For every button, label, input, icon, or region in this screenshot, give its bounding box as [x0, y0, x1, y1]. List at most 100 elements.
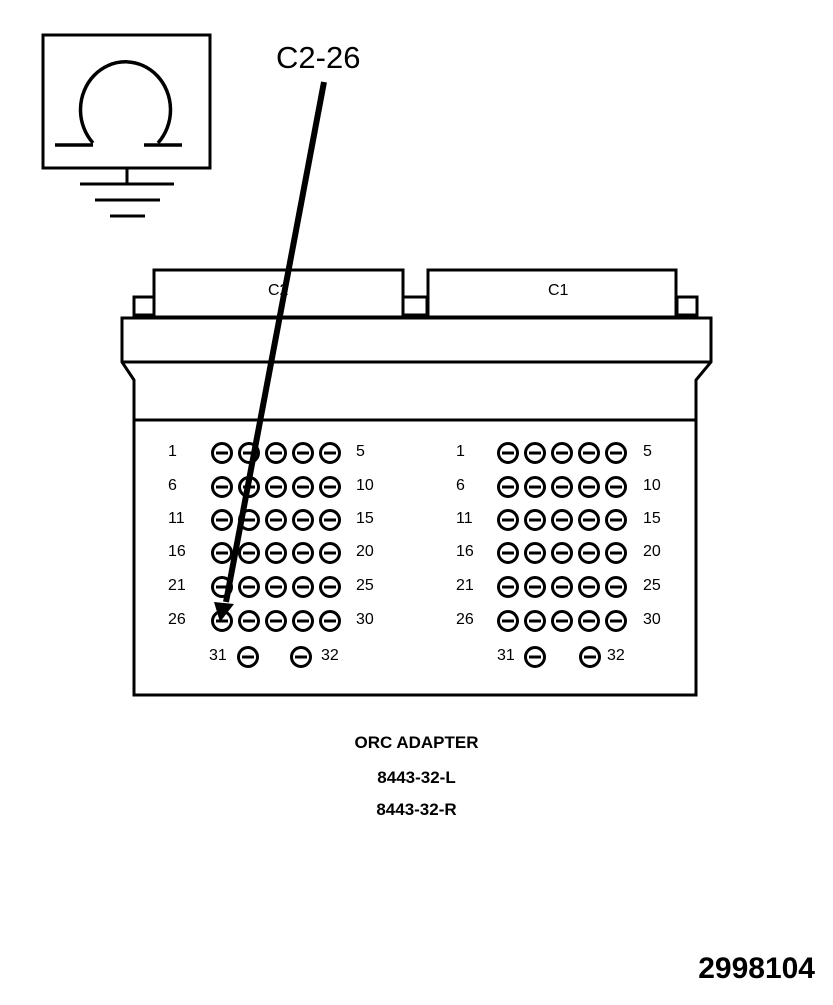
- pin-C1-r3-2: [524, 509, 546, 531]
- pin-label-left: 11: [168, 510, 185, 527]
- pin-C1-r4-3: [551, 542, 573, 564]
- pin-C2-r3-3: [265, 509, 287, 531]
- pin-C2-r2-3: [265, 476, 287, 498]
- pin-C1-r3-4: [578, 509, 600, 531]
- pin-label-left: 11: [456, 510, 473, 527]
- caption-title: ORC ADAPTER: [354, 733, 479, 752]
- pin-C2-r4-3: [265, 542, 287, 564]
- pin-label-right: 15: [643, 510, 661, 527]
- pin-C1-31: [524, 646, 546, 668]
- pin-C1-r6-2: [524, 610, 546, 632]
- pin-C1-r5-1: [497, 576, 519, 598]
- pin-C2-r6-2: [238, 610, 260, 632]
- pin-C1-r2-5: [605, 476, 627, 498]
- pin-C1-r6-1: [497, 610, 519, 632]
- pin-label-left: 1: [168, 443, 177, 460]
- pin-C1-r4-5: [605, 542, 627, 564]
- caption-part-right: 8443-32-R: [376, 800, 457, 819]
- pin-label-right: 25: [643, 577, 661, 594]
- pin-C1-r6-4: [578, 610, 600, 632]
- pin-C2-r4-2: [238, 542, 260, 564]
- pin-label-left: 16: [168, 543, 186, 560]
- pin-label-32: 32: [607, 647, 625, 664]
- pin-C1-r2-4: [578, 476, 600, 498]
- pin-label-left: 16: [456, 543, 474, 560]
- pin-C2-31: [237, 646, 259, 668]
- pin-C1-r1-2: [524, 442, 546, 464]
- pin-C1-r5-3: [551, 576, 573, 598]
- pin-C1-r6-5: [605, 610, 627, 632]
- pin-C2-r1-5: [319, 442, 341, 464]
- pin-C1-r2-1: [497, 476, 519, 498]
- pin-label-32: 32: [321, 647, 339, 664]
- pin-C2-r1-1: [211, 442, 233, 464]
- pin-C2-r1-3: [265, 442, 287, 464]
- pin-label-right: 20: [356, 543, 374, 560]
- pin-C1-r1-1: [497, 442, 519, 464]
- pin-label-right: 25: [356, 577, 374, 594]
- pin-C2-r5-3: [265, 576, 287, 598]
- caption-part-left: 8443-32-L: [377, 768, 456, 787]
- pin-label-right: 20: [643, 543, 661, 560]
- pin-C1-r1-5: [605, 442, 627, 464]
- pin-C1-r1-4: [578, 442, 600, 464]
- pin-C2-r4-5: [319, 542, 341, 564]
- pin-C2-r5-4: [292, 576, 314, 598]
- ground-icon: [80, 168, 174, 218]
- pin-C2-r2-5: [319, 476, 341, 498]
- pin-C2-r3-4: [292, 509, 314, 531]
- pin-C1-r2-2: [524, 476, 546, 498]
- probe-arrow: [214, 81, 327, 622]
- pin-label-right: 15: [356, 510, 374, 527]
- pin-C2-r1-4: [292, 442, 314, 464]
- pin-C1-r4-4: [578, 542, 600, 564]
- pin-C1-r3-5: [605, 509, 627, 531]
- pin-label-31: 31: [209, 647, 227, 664]
- pin-C2-r4-1: [211, 542, 233, 564]
- pin-C1-r3-1: [497, 509, 519, 531]
- pin-grid: [211, 442, 627, 668]
- pin-C1-r5-4: [578, 576, 600, 598]
- pin-label-left: 21: [168, 577, 186, 594]
- pin-C1-r4-1: [497, 542, 519, 564]
- pin-C1-r6-3: [551, 610, 573, 632]
- pin-C1-r5-5: [605, 576, 627, 598]
- pin-C2-32: [290, 646, 312, 668]
- connector-label-c1: C1: [548, 282, 569, 299]
- pin-C1-r2-3: [551, 476, 573, 498]
- pin-C2-r4-4: [292, 542, 314, 564]
- pin-C1-r3-3: [551, 509, 573, 531]
- pin-label-left: 26: [168, 611, 186, 628]
- pin-label-right: 5: [643, 443, 652, 460]
- pin-label-31: 31: [497, 647, 515, 664]
- ohm-meter-icon: [41, 33, 212, 170]
- pin-C2-r3-5: [319, 509, 341, 531]
- pin-C1-r1-3: [551, 442, 573, 464]
- pin-label-left: 1: [456, 443, 465, 460]
- pin-C2-r3-1: [211, 509, 233, 531]
- pin-C1-32: [579, 646, 601, 668]
- pin-C1-r4-2: [524, 542, 546, 564]
- figure-number: 2998104: [698, 952, 815, 985]
- adapter-body: [120, 268, 713, 697]
- pin-label-left: 21: [456, 577, 474, 594]
- pin-C2-r6-3: [265, 610, 287, 632]
- callout-label: C2-26: [276, 40, 361, 75]
- pin-label-right: 10: [643, 477, 661, 494]
- connector-label-c2: C2: [268, 282, 289, 299]
- pin-C2-r6-5: [319, 610, 341, 632]
- pin-C2-r2-4: [292, 476, 314, 498]
- pin-label-left: 26: [456, 611, 474, 628]
- pin-label-left: 6: [456, 477, 465, 494]
- pin-label-right: 30: [356, 611, 374, 628]
- pin-C1-r5-2: [524, 576, 546, 598]
- pin-label-right: 30: [643, 611, 661, 628]
- pin-label-right: 5: [356, 443, 365, 460]
- pin-label-left: 6: [168, 477, 177, 494]
- pin-C2-r6-4: [292, 610, 314, 632]
- pin-C2-r5-5: [319, 576, 341, 598]
- pin-C2-r5-2: [238, 576, 260, 598]
- pin-C2-r2-1: [211, 476, 233, 498]
